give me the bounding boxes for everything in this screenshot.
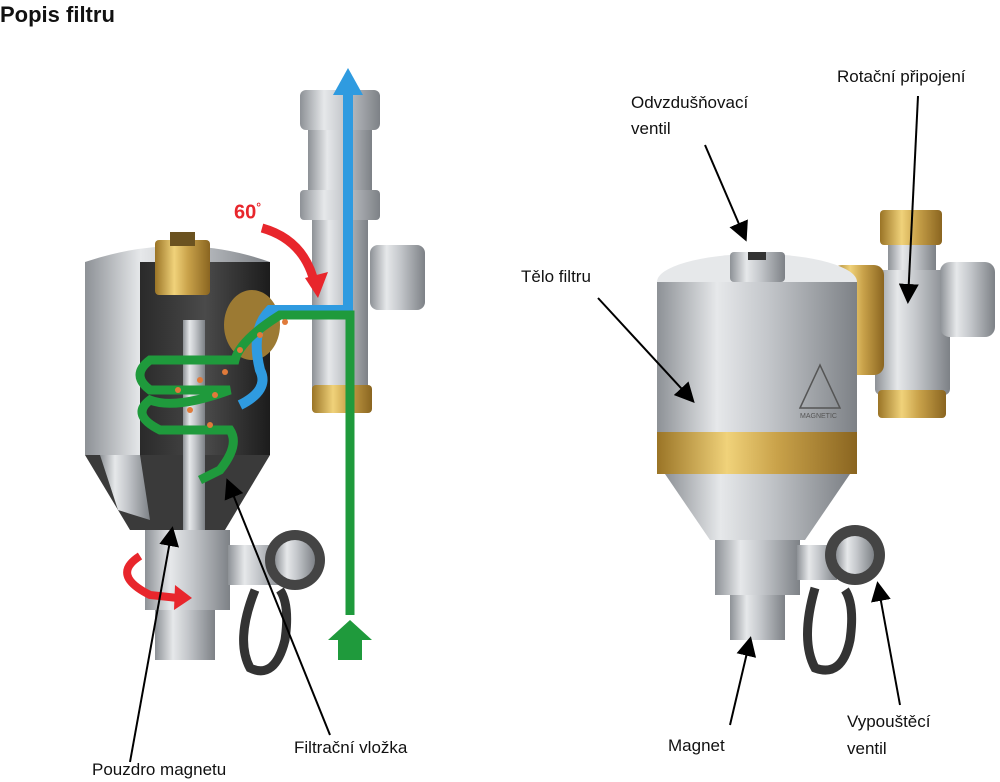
leader-filtracni-vlozka: [224, 478, 331, 736]
label-vypousteci-ventil-line2: ventil: [847, 739, 887, 758]
rotation-angle-label: 60°: [234, 200, 262, 224]
side-nut: [370, 245, 425, 310]
rotation-arrow-bottom: [123, 552, 179, 602]
external-filter: MAGNETIC: [657, 210, 995, 675]
body-logo: [798, 363, 842, 409]
leader-lines: [129, 95, 919, 763]
top-brass-plug: [155, 240, 210, 295]
label-telo-filtru: Tělo filtru: [521, 267, 591, 286]
label-odvzdusnovaci-ventil-line1: Odvzdušňovací: [631, 93, 749, 112]
leader-vypousteci-ventil: [871, 581, 901, 706]
leader-magnet: [729, 636, 757, 726]
label-magnet: Magnet: [668, 736, 725, 755]
cutaway-filter: [85, 68, 425, 676]
page-title: Popis filtru: [0, 2, 115, 27]
brass-band: [657, 432, 857, 474]
label-odvzdusnovaci-ventil-line2: ventil: [631, 119, 671, 138]
leader-rotacni-pripojeni: [898, 95, 919, 304]
rotary-nut: [940, 262, 995, 337]
leader-pouzdro-magnetu: [129, 526, 179, 763]
body-marking: MAGNETIC: [800, 413, 837, 420]
magnet-housing-right: [715, 540, 800, 595]
outlet-fitting: [300, 90, 380, 130]
filter-body-right: [657, 282, 857, 432]
bottom-rotary-fitting: [878, 390, 946, 418]
label-pouzdro-magnetu: Pouzdro magnetu: [92, 760, 227, 779]
label-vypousteci-ventil-line1: Vypouštěcí: [847, 712, 931, 731]
leader-telo-filtru: [597, 297, 695, 403]
inlet-brass-fitting: [312, 385, 372, 413]
label-rotacni-pripojeni: Rotační připojení: [837, 67, 966, 86]
air-vent: [730, 252, 785, 282]
outflow-arrow: [333, 68, 363, 95]
label-filtracni-vlozka: Filtrační vložka: [294, 738, 408, 757]
inflow-arrow: [328, 620, 372, 660]
rotary-body: [875, 270, 950, 395]
leader-odvzdusnovaci-ventil: [704, 144, 748, 242]
outflow-path: [237, 80, 353, 410]
